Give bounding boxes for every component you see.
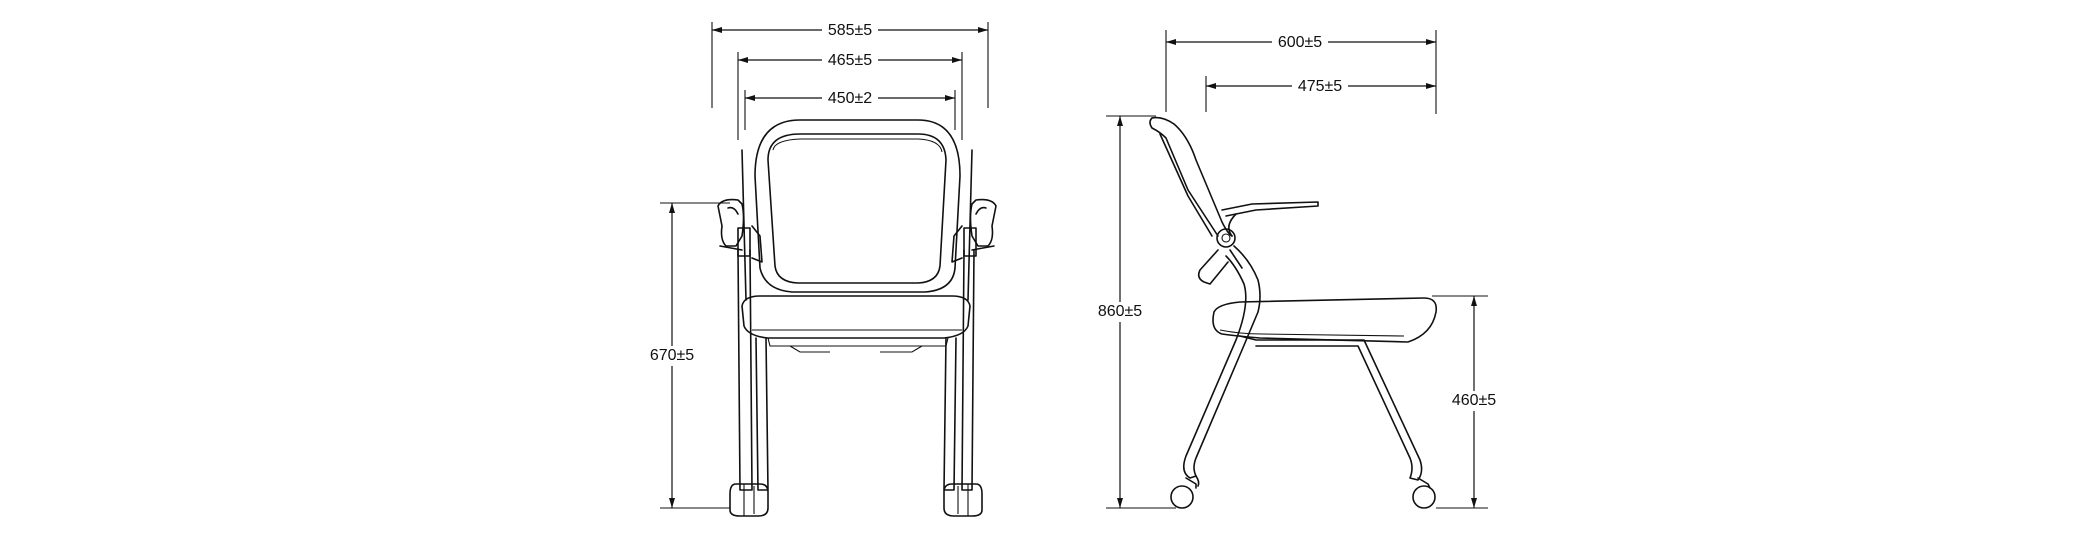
right-leg-front [961,249,975,491]
side-pivot [1216,228,1236,248]
dim-seat-height: 460±5 [1452,392,1496,409]
left-leg-front [737,249,753,491]
dim-seat-depth: 475±5 [1298,78,1342,95]
side-dimensions: 600±5 475±5 860±5 460±5 [1092,30,1502,509]
left-leg-rear [755,337,769,491]
left-caster [729,483,769,517]
side-front-caster [1170,485,1194,509]
side-front-leg [1182,245,1261,479]
dim-overall-width: 585±5 [828,22,872,39]
dim-back-width: 450±2 [828,90,872,107]
backrest-outer-frame [754,119,961,293]
dim-frame-width: 465±5 [828,52,872,69]
side-backrest [1151,116,1233,237]
dim-overall-depth: 600±5 [1278,34,1322,51]
right-armrest [969,198,997,247]
front-view-chair [717,119,997,517]
left-armrest [717,198,745,247]
side-rear-caster [1412,485,1436,509]
dim-overall-height: 860±5 [1098,303,1142,320]
right-leg-rear [943,337,957,491]
seat-cushion [741,295,971,339]
dim-arm-height: 670±5 [650,347,694,364]
side-seat [1212,297,1438,343]
side-view-chair [1149,116,1438,509]
side-rear-leg [1239,335,1423,481]
front-dimensions: 585±5 465±5 450±2 670±5 [644,20,989,509]
right-caster [943,483,983,517]
backrest-inner-panel [767,133,947,284]
side-armrest [1221,201,1319,217]
